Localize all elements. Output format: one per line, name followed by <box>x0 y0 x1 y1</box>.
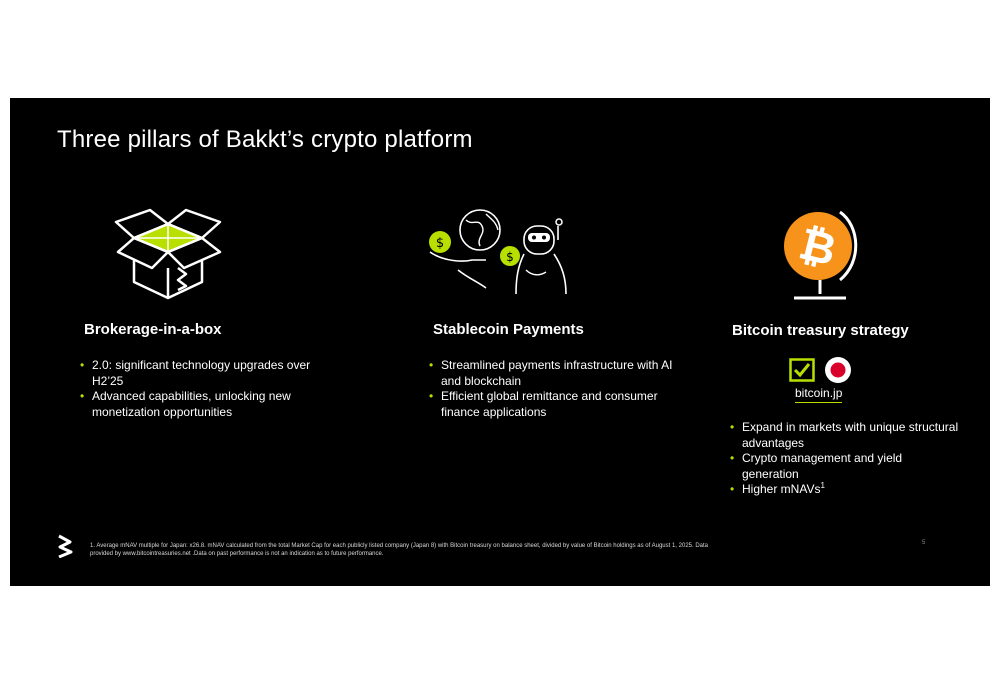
pillar-heading-brokerage: Brokerage-in-a-box <box>84 321 222 338</box>
footnote-marker: 1 <box>820 481 825 490</box>
checkbox-icon <box>789 358 815 382</box>
bitcoin-jp-brand: bitcoin.jp <box>795 386 843 403</box>
list-item: Higher mNAVs1 <box>730 482 960 498</box>
list-item: Crypto management and yield generation <box>730 451 960 482</box>
pillar-heading-bitcoin-treasury: Bitcoin treasury strategy <box>732 322 909 339</box>
pillar-bullets-stablecoin: Streamlined payments infrastructure with… <box>429 358 679 420</box>
list-item: Streamlined payments infrastructure with… <box>429 358 679 389</box>
pillar-bullets-brokerage: 2.0: significant technology upgrades ove… <box>80 358 330 420</box>
bitcoin-globe-icon: ₿ <box>784 210 858 300</box>
list-item: 2.0: significant technology upgrades ove… <box>80 358 330 389</box>
page-number: 5 <box>922 540 926 546</box>
slide-title: Three pillars of Bakkt’s crypto platform <box>57 126 473 153</box>
japan-flag-icon <box>825 357 851 383</box>
pillar-heading-stablecoin: Stablecoin Payments <box>433 321 584 338</box>
slide: Three pillars of Bakkt’s crypto platform… <box>10 98 990 586</box>
list-item: Advanced capabilities, unlocking new mon… <box>80 389 330 420</box>
list-item-text: Higher mNAVs <box>742 482 821 496</box>
pillar-bullets-bitcoin-treasury: Expand in markets with unique structural… <box>730 420 960 498</box>
list-item: Efficient global remittance and consumer… <box>429 389 679 420</box>
list-item: Expand in markets with unique structural… <box>730 420 960 451</box>
footnote: 1. Average mNAV multiple for Japan: x26.… <box>90 543 708 557</box>
bakkt-logo-icon <box>58 534 73 558</box>
open-box-icon <box>114 208 222 300</box>
svg-text:$: $ <box>436 236 444 251</box>
svg-text:$: $ <box>506 250 514 264</box>
globe-robot-icon: $ $ <box>429 209 567 295</box>
